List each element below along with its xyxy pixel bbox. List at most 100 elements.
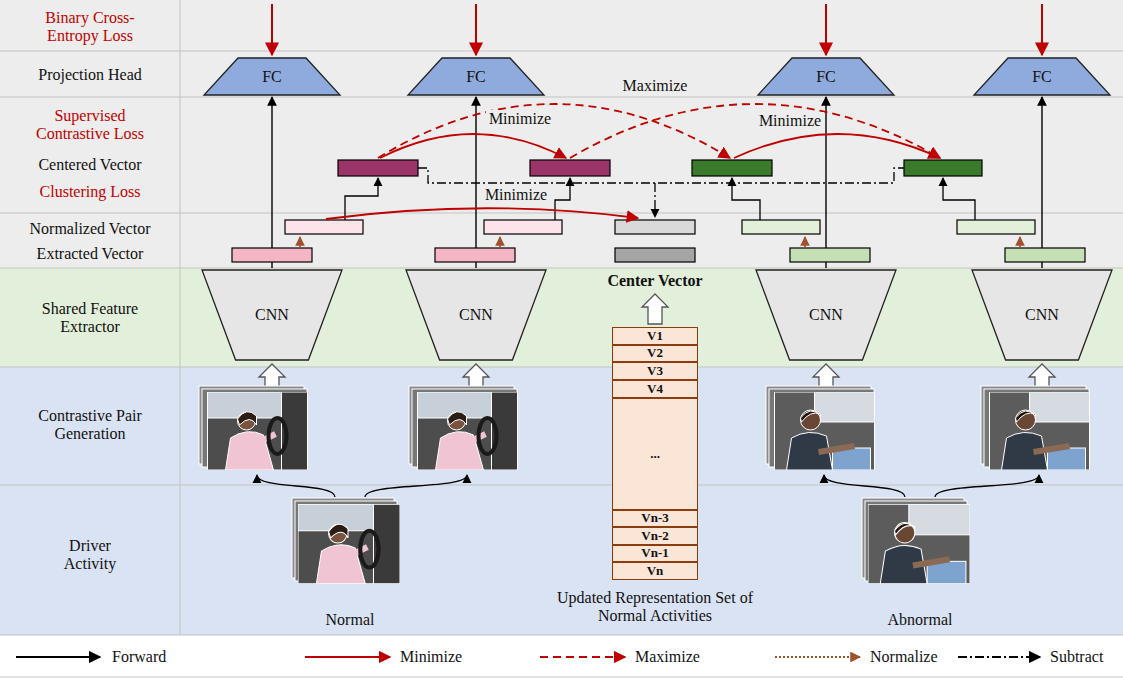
forward-arrow <box>271 97 272 268</box>
centered-vector <box>692 160 772 176</box>
trapezoid-shape <box>406 270 546 360</box>
trapezoid-shape <box>756 270 896 360</box>
maximize-arc <box>378 104 730 158</box>
forward-arrow <box>732 178 760 220</box>
block-arrow <box>1029 364 1055 389</box>
vector-caption: Center Vector <box>607 272 702 290</box>
legend-sample <box>775 656 860 658</box>
row-divider <box>0 213 1123 214</box>
loss-label: Clustering Loss <box>25 183 155 201</box>
legend-sample <box>540 656 625 658</box>
legend-text: Subtract <box>1050 648 1103 666</box>
objective-label: Maximize <box>620 77 691 95</box>
memory-cell: Vn-2 <box>612 527 698 545</box>
node-text: Vn <box>647 564 664 578</box>
cnn-extractor: CNN <box>406 270 546 360</box>
class-label: Abnormal <box>888 611 953 629</box>
centered-vector <box>530 160 610 176</box>
legend-sample <box>16 656 100 658</box>
legend-sample <box>305 656 390 658</box>
minimize-arc <box>380 134 566 158</box>
loss-arrows <box>272 4 1042 55</box>
forward-arrow <box>825 97 826 268</box>
node-text: V3 <box>647 364 663 378</box>
node-text: V2 <box>647 346 663 360</box>
normalize-arrow <box>1019 237 1021 247</box>
normal-driver-photo <box>208 392 308 470</box>
extracted-vector <box>790 248 870 262</box>
row-label: Centered Vector <box>25 156 155 174</box>
node-text: Vn-2 <box>641 529 668 543</box>
clustering-arc <box>326 208 638 219</box>
subtract-line <box>654 183 655 217</box>
row-label: Extracted Vector <box>25 245 155 263</box>
node-text: FC <box>1032 68 1052 86</box>
feature-vectors <box>232 160 1085 262</box>
legend-border <box>0 677 1123 678</box>
legend-text: Minimize <box>400 648 462 666</box>
memory-cell: V2 <box>612 345 698 362</box>
legend-sample <box>958 656 1040 658</box>
legend-text: Forward <box>112 648 166 666</box>
memory-cell: V1 <box>612 327 698 345</box>
normalized-vector <box>285 220 363 234</box>
trapezoid-shape <box>972 270 1112 360</box>
abnormal-driver-photo <box>868 504 970 584</box>
input-band <box>0 367 1123 635</box>
memory-cell: Vn-3 <box>612 510 698 527</box>
pair-arrow <box>935 475 1039 497</box>
trapezoid-shape <box>204 58 340 95</box>
abnormal-driver-photo <box>775 392 875 470</box>
loss-arrow <box>271 4 273 55</box>
center-vector <box>615 248 695 262</box>
extracted-vector <box>435 248 515 262</box>
row-divider <box>0 97 1123 98</box>
loss-label: Supervised Contrastive Loss <box>25 107 155 142</box>
centered-vector <box>904 160 982 176</box>
memory-cell: Vn-1 <box>612 545 698 562</box>
row-label: Shared Feature Extractor <box>25 300 155 335</box>
maximize-arc <box>570 104 940 158</box>
row-label: Driver Activity <box>55 537 125 572</box>
normalize-arrow <box>499 237 501 247</box>
row-divider <box>0 367 1123 368</box>
node-text: Vn-1 <box>641 546 668 560</box>
node-text: V4 <box>647 382 663 396</box>
node-text: Vn-3 <box>641 511 668 525</box>
row-divider <box>0 51 1123 52</box>
abnormal-driver-photo <box>990 392 1090 470</box>
block-arrow <box>642 294 668 324</box>
forward-arrow <box>1041 97 1042 268</box>
trapezoid-shape <box>974 58 1110 95</box>
loss-label: Binary Cross-Entropy Loss <box>25 9 155 44</box>
input-arrows <box>259 294 1055 389</box>
cnn-extractor: CNN <box>756 270 896 360</box>
forward-arrow <box>555 178 570 220</box>
class-label: Normal <box>326 611 375 629</box>
centering-arrows <box>345 178 975 220</box>
projection-head: FC <box>204 58 340 95</box>
block-arrow <box>259 364 285 389</box>
subtract-lines <box>418 168 904 217</box>
node-text: V1 <box>647 329 663 343</box>
row-divider <box>0 485 1123 486</box>
pair-arrow <box>824 475 905 497</box>
block-arrow <box>813 364 839 389</box>
centered-vector <box>338 160 418 176</box>
loss-arrow <box>475 4 477 55</box>
normalize-arrows <box>300 237 1020 247</box>
node-text: FC <box>816 68 836 86</box>
trapezoid-shape <box>758 58 894 95</box>
cnn-extractor: CNN <box>972 270 1112 360</box>
memory-cell: V3 <box>612 362 698 380</box>
loss-arrow <box>825 4 827 55</box>
memory-cell: ... <box>612 398 698 510</box>
trapezoid-shape <box>202 270 342 360</box>
trapezoid-shape <box>408 58 544 95</box>
normalized-vector <box>957 220 1035 234</box>
row-label: Normalized Vector <box>25 220 155 238</box>
block-arrow <box>463 364 489 389</box>
